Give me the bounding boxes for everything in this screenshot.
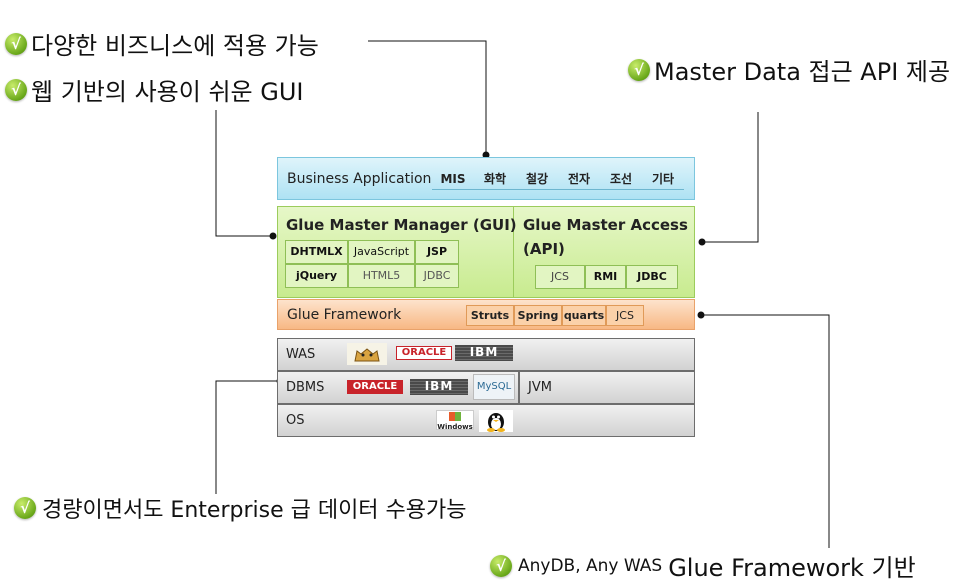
was-title: WAS <box>286 347 316 362</box>
callout-business-text: 다양한 비즈니스에 적용 가능 <box>31 32 319 60</box>
glue-framework-title: Glue Framework <box>287 307 402 323</box>
windows-logo: Windows <box>436 410 474 431</box>
linux-tux-icon <box>479 410 513 432</box>
jvm-title: JVM <box>528 380 552 395</box>
glue-master-access-title-2: (API) <box>523 240 565 258</box>
business-application-title: Business Application <box>287 171 432 187</box>
os-title: OS <box>286 413 305 428</box>
callout-framework: √ AnyDB, Any WAS Glue Framework 기반 <box>490 548 916 583</box>
framework-cell: Spring <box>514 305 562 326</box>
connector-dot-gui <box>269 232 277 240</box>
check-icon: √ <box>490 554 512 577</box>
windows-flag-icon <box>449 412 461 421</box>
connector-dot-business <box>482 151 490 159</box>
connector-api <box>702 112 759 243</box>
check-icon: √ <box>5 78 27 101</box>
connector-dbms <box>215 380 280 494</box>
access-cell: RMI <box>585 265 626 289</box>
manager-cell: DHTMLX <box>285 240 348 264</box>
connector-dot-api <box>698 238 706 246</box>
callout-enterprise: √ 경량이면서도 Enterprise 급 데이터 수용가능 <box>14 492 467 524</box>
access-cell: JDBC <box>626 265 678 289</box>
callout-enterprise-text: 경량이면서도 Enterprise 급 데이터 수용가능 <box>42 498 467 523</box>
callout-business: √ 다양한 비즈니스에 적용 가능 <box>5 26 319 61</box>
check-icon: √ <box>14 497 36 519</box>
business-item: 전자 <box>567 172 591 186</box>
glue-master-access-title-1: Glue Master Access <box>523 216 688 234</box>
connector-framework <box>702 314 830 548</box>
manager-cell: JavaScript <box>348 240 415 264</box>
callout-framework-main: Glue Framework 기반 <box>668 554 916 582</box>
business-item: 화학 <box>483 172 507 186</box>
check-icon: √ <box>5 32 27 55</box>
ibm-logo-was: IBM <box>455 345 513 361</box>
business-domain-list: MIS 화학 철강 전자 조선 기타 <box>432 171 684 190</box>
manager-cell: jQuery <box>285 264 348 288</box>
mysql-logo: MySQL <box>473 374 515 400</box>
manager-cell: HTML5 <box>348 264 415 288</box>
business-item: 철강 <box>525 172 549 186</box>
connector-gui <box>215 110 272 237</box>
business-application-layer: Business Application <box>277 157 695 200</box>
callout-framework-prefix: AnyDB, Any WAS <box>518 555 663 576</box>
framework-cell: quarts <box>562 305 606 326</box>
windows-logo-text: Windows <box>437 423 473 431</box>
callout-gui: √ 웹 기반의 사용이 쉬운 GUI <box>5 72 303 107</box>
check-icon: √ <box>628 58 650 81</box>
callout-api: √ Master Data 접근 API 제공 <box>628 52 950 87</box>
business-item: MIS <box>440 172 466 186</box>
oracle-logo-was: ORACLE <box>396 346 452 360</box>
callout-api-text: Master Data 접근 API 제공 <box>654 58 951 86</box>
manager-cell: JSP <box>415 240 459 264</box>
dbms-title: DBMS <box>286 380 325 395</box>
oracle-logo-dbms: ORACLE <box>347 380 403 394</box>
access-cell: JCS <box>535 265 585 289</box>
glue-master-divider <box>513 206 514 298</box>
framework-cell: JCS <box>606 305 644 326</box>
tomcat-icon <box>347 343 387 365</box>
connector-dot-framework <box>697 311 705 319</box>
ibm-logo-dbms: IBM <box>410 379 468 395</box>
callout-gui-text: 웹 기반의 사용이 쉬운 GUI <box>31 78 304 106</box>
business-item: 기타 <box>651 172 675 186</box>
connector-business <box>368 40 487 153</box>
framework-cell: Struts <box>466 305 514 326</box>
manager-cell: JDBC <box>415 264 459 288</box>
glue-master-manager-title: Glue Master Manager (GUI) <box>286 216 517 234</box>
business-item: 조선 <box>609 172 633 186</box>
jvm-layer: JVM <box>519 371 695 404</box>
